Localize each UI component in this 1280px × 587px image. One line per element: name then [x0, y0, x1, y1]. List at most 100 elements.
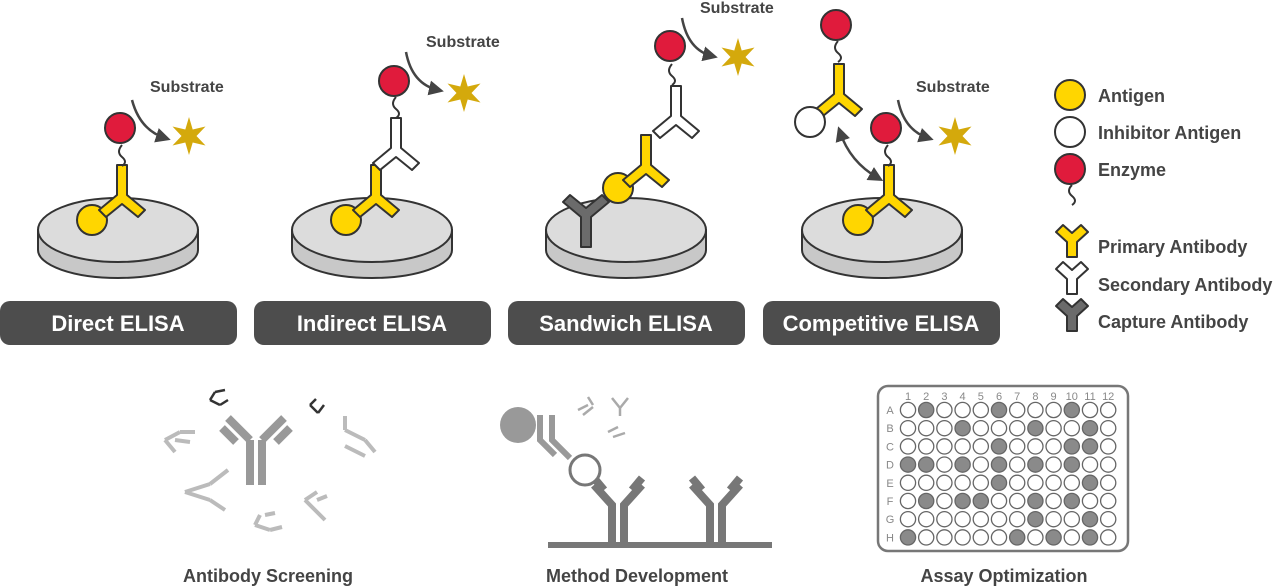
- inhibitor-antigen-icon: [1054, 116, 1086, 148]
- enzyme-icon: [378, 65, 410, 97]
- row-label: G: [886, 514, 895, 526]
- enzyme-linker: [668, 63, 676, 86]
- legend: Antigen Inhibitor Antigen Enzyme Primary…: [1054, 79, 1272, 332]
- enzyme-icon: [870, 112, 902, 144]
- well-empty: [990, 492, 1008, 510]
- secondary-antibody-icon: [1055, 261, 1089, 295]
- secondary-antibody-icon: [372, 117, 420, 171]
- well-empty: [1008, 419, 1026, 437]
- well-filled: [917, 401, 935, 419]
- well-empty: [1008, 401, 1026, 419]
- row-label: D: [886, 460, 894, 472]
- primary-antibody-icon: [352, 164, 400, 218]
- well-filled: [1027, 419, 1044, 437]
- substrate-star-icon: [447, 74, 481, 112]
- competition-arrow: [835, 126, 884, 181]
- well-empty: [972, 474, 990, 492]
- well-filled: [1063, 438, 1081, 455]
- panel-title: Indirect ELISA: [297, 311, 447, 336]
- well-empty: [1027, 474, 1044, 492]
- row-label: E: [886, 478, 893, 490]
- antibody-screening-icon: Antibody Screening: [163, 388, 377, 586]
- primary-antibody-icon: [98, 164, 146, 218]
- legend-label-enzyme: Enzyme: [1098, 160, 1166, 180]
- well-empty: [1099, 401, 1117, 419]
- legend-label-secondary-antibody: Secondary Antibody: [1098, 275, 1272, 295]
- primary-antibody-icon: [1055, 224, 1089, 258]
- enzyme-icon: [820, 9, 852, 41]
- enzyme-linker: [118, 144, 126, 167]
- well-empty: [1008, 456, 1026, 473]
- well-filled: [1081, 438, 1099, 455]
- column-label: 12: [1102, 391, 1114, 403]
- panel-title: Sandwich ELISA: [539, 311, 713, 336]
- well-empty: [1099, 419, 1117, 437]
- well-empty: [1063, 529, 1081, 546]
- substrate-star-icon: [172, 117, 206, 155]
- substrate-label: Substrate: [916, 79, 990, 96]
- legend-label-inhibitor-antigen: Inhibitor Antigen: [1098, 123, 1241, 143]
- well-filled: [972, 492, 990, 510]
- enzyme-icon: [104, 112, 136, 144]
- well-empty: [954, 401, 971, 419]
- well-filled: [917, 492, 935, 510]
- well-empty: [1081, 401, 1099, 419]
- antigen-icon: [842, 204, 874, 236]
- well-filled: [1081, 510, 1099, 528]
- well-filled: [1081, 529, 1099, 546]
- well-empty: [1008, 510, 1026, 528]
- well-empty: [917, 510, 935, 528]
- well-empty: [1027, 401, 1044, 419]
- indirect-elisa-button[interactable]: Indirect ELISA: [254, 301, 491, 345]
- well-filled: [990, 401, 1008, 419]
- plate-well: [291, 197, 453, 279]
- well-empty: [1045, 419, 1062, 437]
- antigen-icon: [1054, 79, 1086, 111]
- well-empty: [972, 529, 990, 546]
- plate-well: [37, 197, 199, 279]
- enzyme-linker: [1068, 184, 1076, 206]
- well-filled: [954, 456, 971, 473]
- sandwich-elisa-button[interactable]: Sandwich ELISA: [508, 301, 745, 345]
- well-empty: [1099, 474, 1117, 492]
- enzyme-linker: [392, 96, 400, 119]
- method-development-label: Method Development: [546, 566, 728, 586]
- well-empty: [917, 419, 935, 437]
- primary-antibody-icon: [815, 63, 863, 117]
- well-filled: [899, 529, 917, 546]
- well-filled: [990, 456, 1008, 473]
- substrate-arrow: [680, 17, 718, 62]
- well-empty: [954, 474, 971, 492]
- well-empty: [1099, 492, 1117, 510]
- assay-optimization-label: Assay Optimization: [920, 566, 1087, 586]
- enzyme-icon: [500, 407, 536, 443]
- well-filled: [917, 456, 935, 473]
- substrate-arrow: [404, 51, 444, 96]
- well-empty: [972, 438, 990, 455]
- secondary-antibody-icon: [652, 85, 700, 139]
- well-empty: [899, 492, 917, 510]
- column-label: 4: [960, 391, 966, 403]
- direct-elisa-button[interactable]: Direct ELISA: [0, 301, 237, 345]
- well-empty: [1045, 474, 1062, 492]
- row-label: F: [887, 496, 894, 508]
- well-empty: [1008, 438, 1026, 455]
- well-empty: [972, 456, 990, 473]
- well-empty: [1027, 529, 1044, 546]
- well-empty: [990, 419, 1008, 437]
- antigen-icon: [330, 204, 362, 236]
- well-empty: [936, 510, 953, 528]
- substrate-star-icon: [721, 38, 755, 76]
- well-filled: [1027, 492, 1044, 510]
- well-empty: [990, 529, 1008, 546]
- row-label: A: [886, 405, 894, 417]
- column-label: 6: [996, 391, 1002, 403]
- well-filled: [990, 438, 1008, 455]
- substrate-label: Substrate: [426, 34, 500, 51]
- inhibitor-antigen-icon: [568, 453, 602, 487]
- well-filled: [1063, 401, 1081, 419]
- competitive-elisa-button[interactable]: Competitive ELISA: [763, 301, 1000, 345]
- row-label: H: [886, 532, 894, 544]
